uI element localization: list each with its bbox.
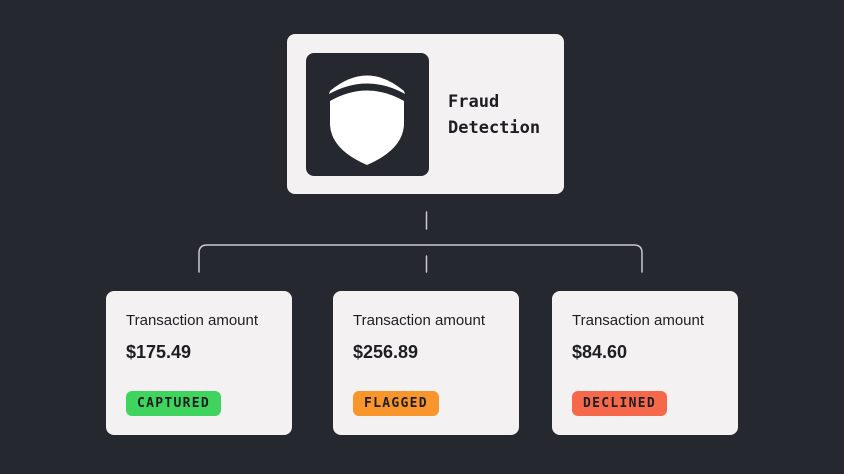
transaction-label: Transaction amount — [572, 312, 705, 329]
node-title: Fraud Detection — [448, 89, 558, 141]
shield-icon — [329, 75, 405, 165]
transaction-amount: $84.60 — [572, 342, 628, 362]
status-badge: DECLINED — [572, 391, 668, 416]
status-badge: FLAGGED — [353, 391, 439, 416]
node-title-line-1: Fraud — [448, 92, 500, 112]
transaction-amount: $256.89 — [353, 342, 419, 362]
transaction-amount: $175.49 — [126, 342, 192, 362]
status-badge: CAPTURED — [126, 391, 222, 416]
connector-branch — [198, 244, 643, 273]
transaction-label: Transaction amount — [353, 312, 486, 329]
fraud-detection-card: Fraud Detection — [287, 34, 564, 194]
transaction-label: Transaction amount — [126, 312, 259, 329]
shield-icon-tile — [306, 53, 429, 176]
transaction-card-captured: Transaction amount $175.49 CAPTURED — [106, 291, 292, 435]
transaction-card-flagged: Transaction amount $256.89 FLAGGED — [333, 291, 519, 435]
transaction-card-declined: Transaction amount $84.60 DECLINED — [552, 291, 738, 435]
node-title-line-2: Detection — [448, 118, 541, 138]
